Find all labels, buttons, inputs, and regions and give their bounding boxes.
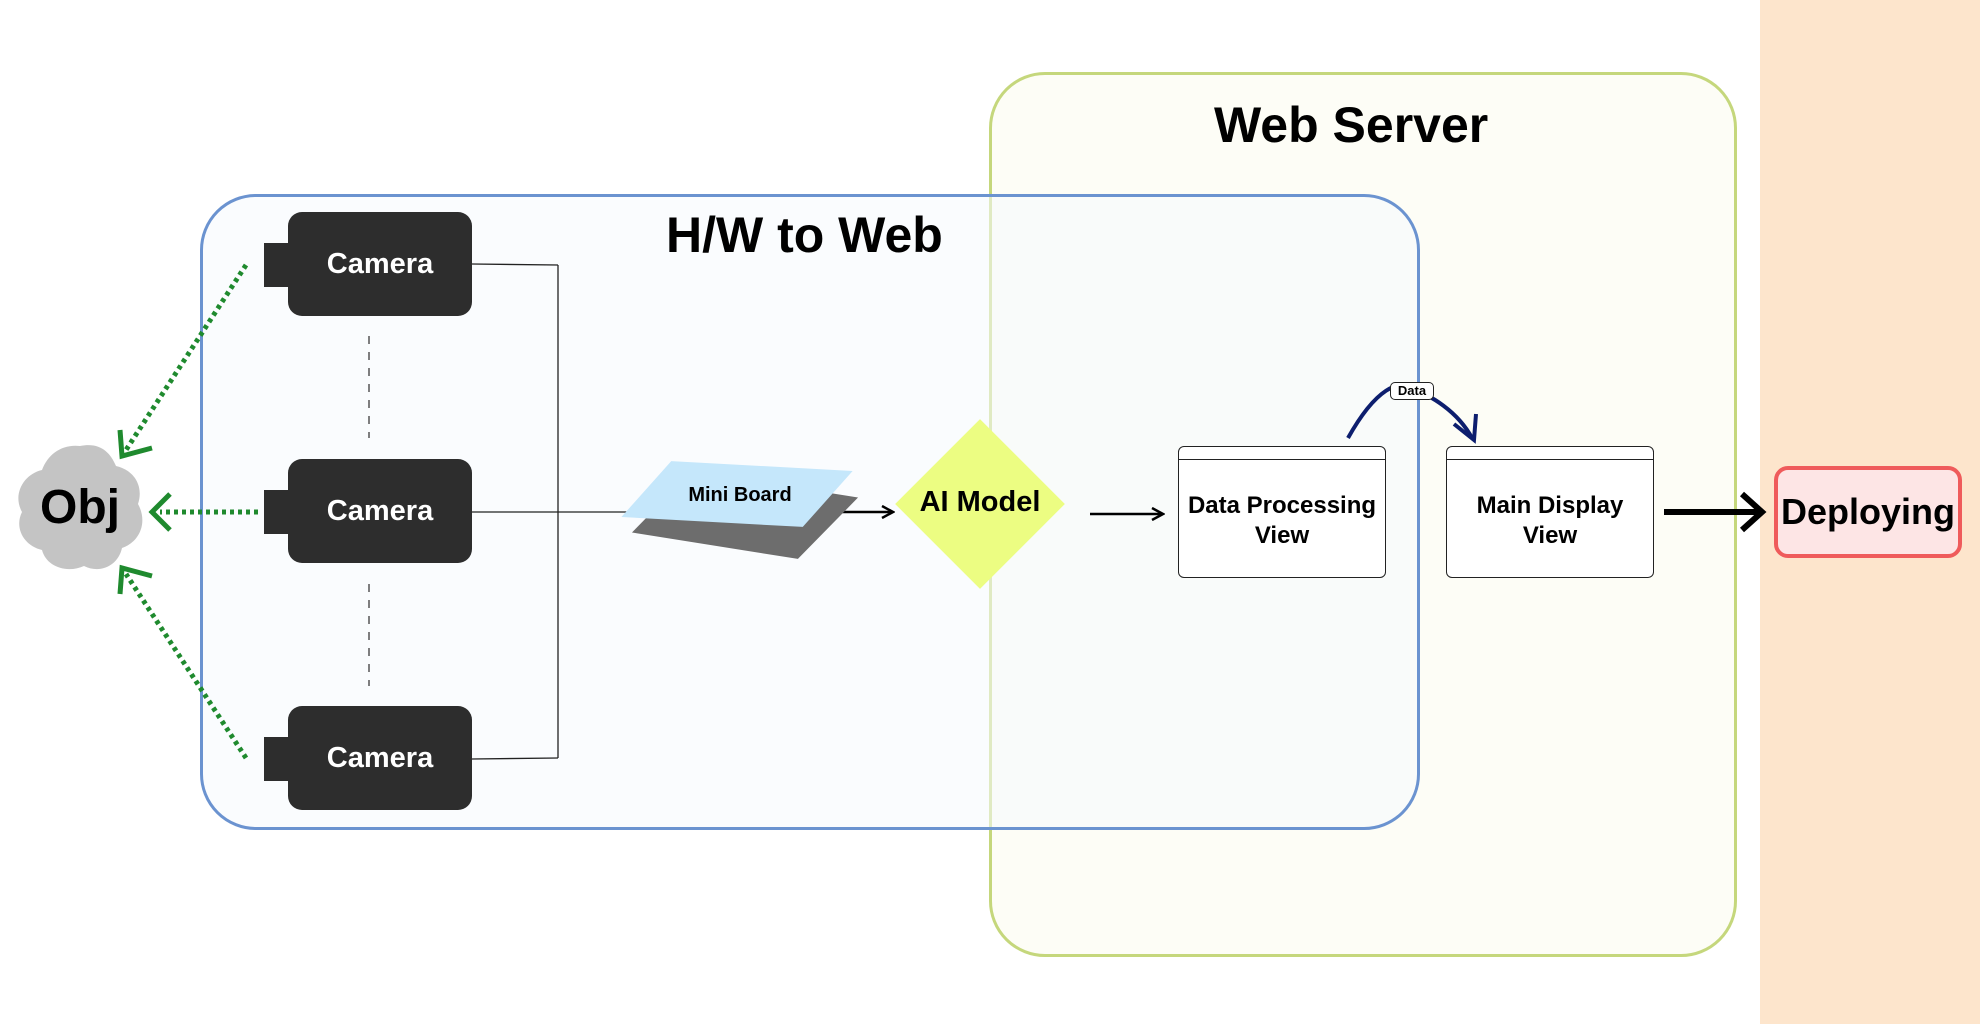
camera-lens-icon [264,243,290,287]
data-processing-view-label: Data Processing View [1187,492,1377,549]
green-arrowhead-top [117,429,153,460]
mini-board-label: Mini Board [688,484,792,506]
object-shape [18,445,143,570]
data-edge-label: Data [1390,382,1434,400]
window-bar [1179,459,1385,460]
green-arrowhead-mid [148,492,172,532]
deploy-arrowhead [1739,491,1767,533]
data-arrowhead [1452,413,1478,444]
hw-to-web-title: H/W to Web [666,207,943,263]
camera-lens-icon [264,737,290,781]
data-processing-view-node[interactable]: Data Processing View [1178,446,1386,578]
ai-model-label: AI Model [919,486,1041,518]
main-display-view-node[interactable]: Main Display View [1446,446,1654,578]
deploying-node[interactable]: Deploying [1774,466,1962,558]
camera-to-object-arrows [123,263,258,760]
web-server-title: Web Server [1214,97,1489,153]
camera-bus-lines [471,263,628,760]
green-arrowhead-bottom [117,564,153,595]
window-bar [1447,459,1653,460]
main-display-view-label: Main Display View [1476,492,1624,549]
camera-node-2[interactable]: Camera [288,459,472,563]
camera-node-3[interactable]: Camera [288,706,472,810]
camera-lens-icon [264,490,290,534]
object-label: Obj [40,481,120,534]
camera-node-1[interactable]: Camera [288,212,472,316]
